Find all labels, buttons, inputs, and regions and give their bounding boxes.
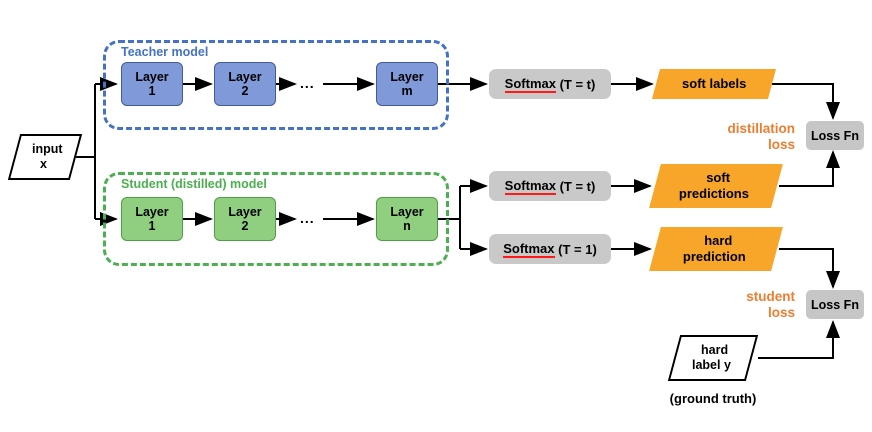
teacher-model-group [103,40,449,130]
soft-predictions-line2: predictions [678,186,749,201]
hard-prediction-line2: prediction [682,249,746,264]
student-layer-2: Layer 2 [214,197,276,241]
student-layer-n-line1: Layer [390,204,424,219]
distillation-loss-label: distillation loss [670,121,796,153]
student-loss-label: student loss [700,289,795,321]
teacher-layer-2-line1: Layer [228,69,262,84]
teacher-layer-1-line1: Layer [135,69,169,84]
teacher-ellipsis: ... [300,75,315,91]
teacher-layer-2: Layer 2 [214,62,276,106]
softmax-teacher-suffix: (T = t) [555,76,596,92]
student-layer-2-line2: 2 [241,219,249,233]
input-node: input x [7,134,83,180]
student-model-group [103,172,449,266]
teacher-layer-2-line2: 2 [241,84,249,98]
teacher-layer-1-line2: 1 [148,84,156,98]
distillation-loss-line1: distillation [727,121,796,136]
softmax-student-soft-word: Softmax [504,177,556,195]
softmax-student-soft-box: Softmax (T = t) [489,171,611,201]
teacher-layer-m-line1: Layer [390,69,424,84]
teacher-layer-m: Layer m [376,62,438,106]
student-loss-line2: loss [767,305,795,321]
soft-predictions-line1: soft [706,170,731,186]
softmax-teacher-word: Softmax [504,75,556,93]
student-model-label: Student (distilled) model [121,177,267,191]
softmax-student-soft-suffix: (T = t) [555,178,596,194]
hard-label-line1: hard [701,343,729,357]
distillation-loss-line2: loss [767,137,795,153]
hard-label-node: hard label y [667,335,759,381]
softmax-student-hard-suffix: (T = 1) [554,241,597,257]
softmax-student-hard-word: Softmax [503,240,555,258]
student-loss-line1: student [746,289,795,304]
student-layer-n-line2: n [403,219,411,233]
ground-truth-caption: (ground truth) [669,391,757,406]
student-layer-1-line1: Layer [135,204,169,219]
teacher-layer-1: Layer 1 [121,62,183,106]
input-label-line2: x [39,157,47,171]
student-ellipsis: ... [300,210,315,226]
soft-labels-text: soft labels [681,76,747,92]
soft-labels-node: soft labels [651,69,777,99]
hard-prediction-node: hard prediction [649,227,783,271]
student-layer-1-line2: 1 [148,219,156,233]
loss-fn-student-box: Loss Fn [806,290,864,319]
softmax-student-hard-box: Softmax (T = 1) [489,234,611,264]
soft-predictions-node: soft predictions [649,164,783,208]
hard-prediction-line1: hard [703,233,733,249]
input-label-line1: input [31,142,63,156]
hard-label-line2: label y [691,358,731,372]
softmax-teacher-box: Softmax (T = t) [489,69,611,99]
student-layer-1: Layer 1 [121,197,183,241]
loss-fn-distillation-box: Loss Fn [806,121,864,150]
student-layer-n: Layer n [376,197,438,241]
teacher-layer-m-line2: m [401,84,413,98]
student-layer-2-line1: Layer [228,204,262,219]
teacher-model-label: Teacher model [121,45,209,59]
